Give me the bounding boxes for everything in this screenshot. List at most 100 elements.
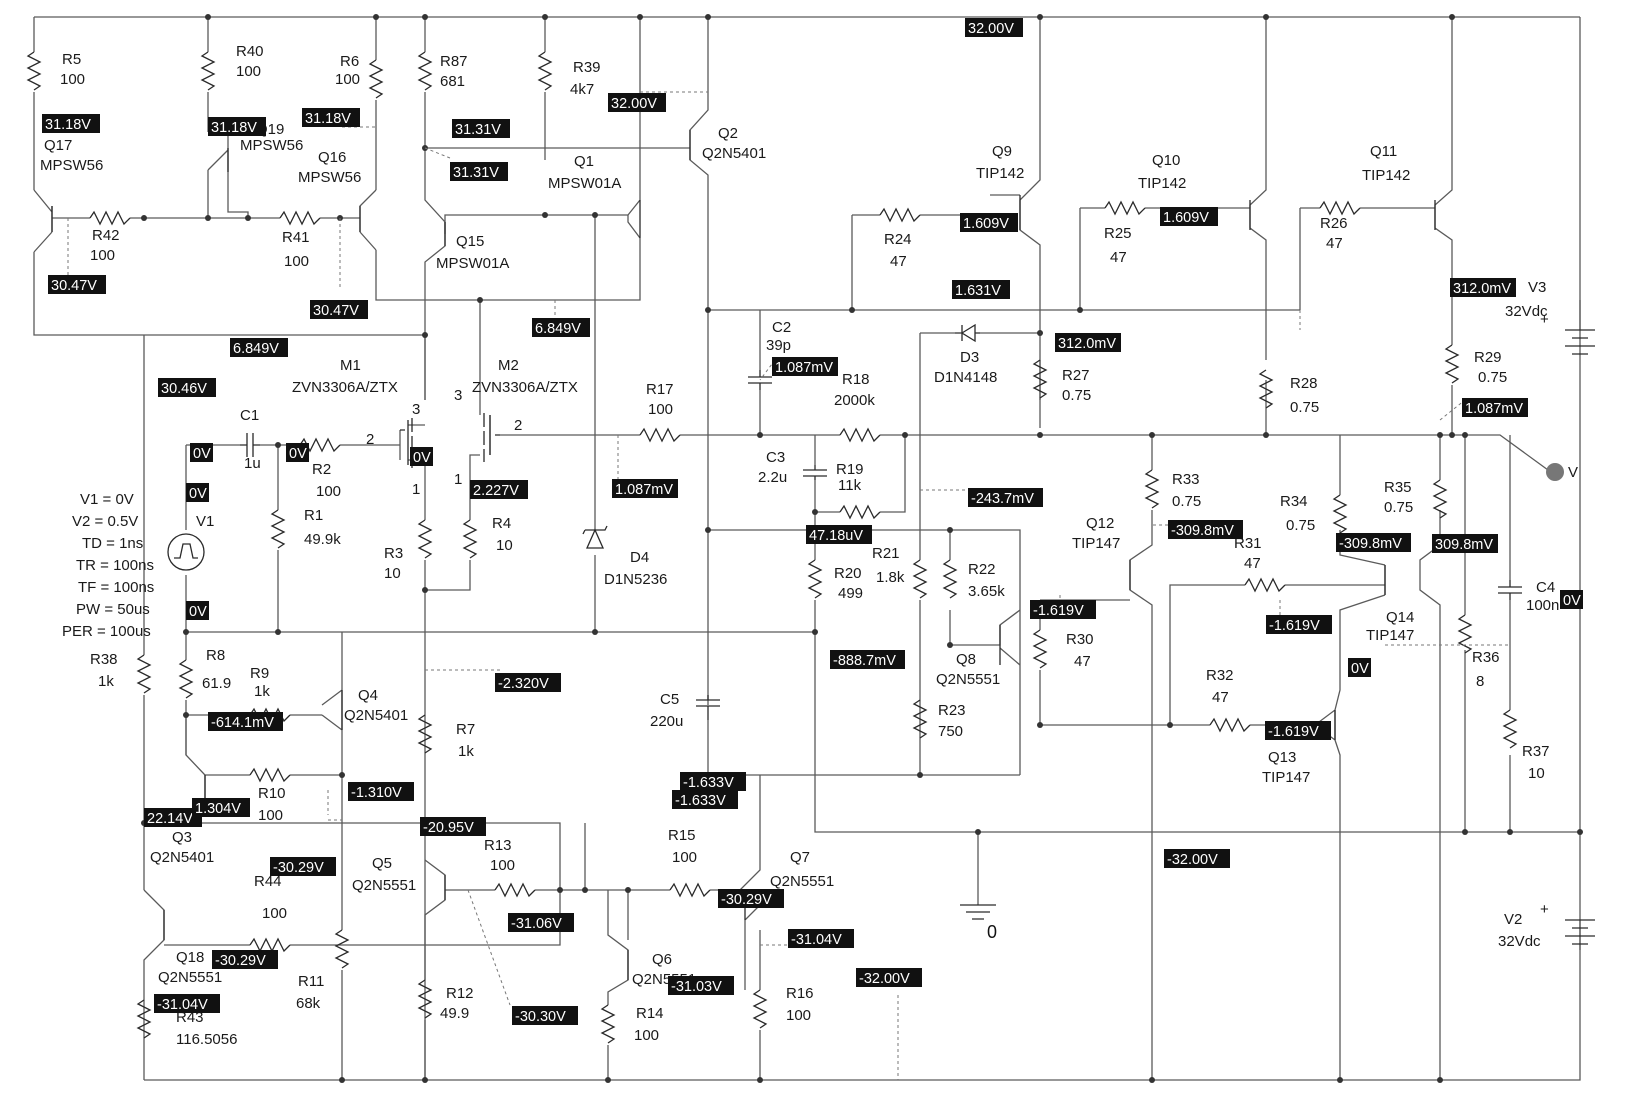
voltage-marker[interactable]: 31.18V	[208, 117, 266, 136]
voltage-marker[interactable]: 30.47V	[48, 275, 106, 294]
voltage-marker-box	[1266, 615, 1332, 634]
val-R4: 10	[496, 537, 513, 554]
voltage-marker-box	[1055, 333, 1121, 352]
voltage-marker[interactable]: 2.227V	[470, 480, 528, 499]
ref-R9: R9	[250, 665, 269, 682]
voltage-marker[interactable]: 31.18V	[42, 114, 100, 133]
val-R9: 1k	[254, 683, 270, 700]
voltage-marker[interactable]: -1.619V	[1265, 721, 1331, 740]
val-Q16: MPSW56	[298, 169, 361, 186]
voltage-marker[interactable]: -30.29V	[718, 889, 784, 908]
voltage-marker[interactable]: 1.631V	[952, 280, 1010, 299]
voltage-marker-text: -1.619V	[1033, 603, 1084, 619]
val-C2: 39p	[766, 337, 791, 354]
voltage-marker[interactable]: 47.18uV	[806, 525, 872, 544]
voltage-marker-box	[186, 601, 209, 620]
voltage-marker[interactable]: -2.320V	[495, 673, 561, 692]
voltage-marker[interactable]: 1.087mV	[772, 357, 838, 376]
voltage-marker[interactable]: -614.1mV	[208, 712, 283, 731]
voltage-marker[interactable]: 32.00V	[965, 18, 1023, 37]
voltage-marker[interactable]: 1.304V	[192, 798, 250, 817]
voltage-marker-text: 1.087mV	[775, 360, 833, 376]
voltage-marker[interactable]: -888.7mV	[830, 650, 905, 669]
voltage-marker[interactable]: -309.8mV	[1336, 533, 1411, 552]
val-R26: 47	[1326, 235, 1343, 252]
voltage-marker[interactable]: -30.29V	[270, 857, 336, 876]
voltage-marker[interactable]: -1.633V	[672, 790, 738, 809]
voltage-marker[interactable]: 6.849V	[532, 318, 590, 337]
voltage-marker[interactable]: 1.087mV	[612, 479, 678, 498]
voltage-marker-text: 312.0mV	[1453, 281, 1511, 297]
voltage-marker[interactable]: -1.619V	[1266, 615, 1332, 634]
val-Q14: TIP147	[1366, 627, 1414, 644]
voltage-marker[interactable]: 312.0mV	[1055, 333, 1121, 352]
voltage-marker[interactable]: -1.310V	[348, 782, 414, 801]
val-R14: 100	[634, 1027, 659, 1044]
voltage-marker-text: -888.7mV	[833, 653, 896, 669]
voltage-marker-text: -30.30V	[515, 1009, 566, 1025]
voltage-marker[interactable]: 0V	[1560, 590, 1583, 609]
mosfet-pin-numbers: 3 2 1 3 2 1	[366, 387, 522, 498]
voltage-marker[interactable]: 6.849V	[230, 338, 288, 357]
ref-Q9: Q9	[992, 143, 1012, 160]
voltage-marker[interactable]: 31.31V	[452, 119, 510, 138]
voltage-marker-text: -2.320V	[498, 676, 549, 692]
voltage-marker[interactable]: 1.609V	[960, 213, 1018, 232]
voltage-marker[interactable]: -30.30V	[512, 1006, 578, 1025]
ref-Q1: Q1	[574, 153, 594, 170]
voltage-marker[interactable]: 0V	[1348, 658, 1371, 677]
voltage-marker[interactable]: 312.0mV	[1450, 278, 1516, 297]
voltage-marker[interactable]: -243.7mV	[968, 488, 1043, 507]
voltage-marker[interactable]: 1.609V	[1160, 207, 1218, 226]
val-V2: 32Vdc	[1498, 933, 1541, 950]
ref-Q3: Q3	[172, 829, 192, 846]
voltage-marker-box	[508, 913, 574, 932]
voltage-marker-text: 312.0mV	[1058, 336, 1116, 352]
voltage-marker[interactable]: 22.14V	[144, 808, 202, 827]
voltage-marker[interactable]: -1.633V	[680, 772, 746, 791]
voltage-marker[interactable]: 0V	[186, 601, 209, 620]
voltage-marker[interactable]: -32.00V	[1164, 849, 1230, 868]
param-tf: TF = 100ns	[78, 579, 154, 596]
voltage-marker[interactable]: -31.04V	[154, 994, 220, 1013]
voltage-marker-box	[968, 488, 1043, 507]
voltage-markers[interactable]: 32.00V 31.18V 31.18V 31.18V 31.31V 32.00V 31.3…	[42, 18, 1583, 1025]
voltage-marker-box	[680, 772, 746, 791]
voltage-marker[interactable]: 31.18V	[302, 108, 360, 127]
val-R40: 100	[236, 63, 261, 80]
voltage-marker[interactable]: 1.087mV	[1462, 398, 1528, 417]
voltage-marker[interactable]: 309.8mV	[1432, 534, 1498, 553]
voltage-marker-text: 47.18uV	[809, 528, 863, 544]
voltage-marker-box	[532, 318, 590, 337]
voltage-marker[interactable]: -30.29V	[212, 950, 278, 969]
ref-Q13: Q13	[1268, 749, 1296, 766]
param-td: TD = 1ns	[82, 535, 143, 552]
voltage-marker-text: 31.18V	[45, 117, 91, 133]
voltage-marker[interactable]: 0V	[186, 483, 209, 502]
voltage-marker[interactable]: -20.95V	[420, 817, 486, 836]
voltage-marker[interactable]: 30.47V	[310, 300, 368, 319]
voltage-marker[interactable]: 0V	[190, 443, 213, 462]
voltage-marker-box	[1432, 534, 1498, 553]
voltage-marker[interactable]: -31.03V	[668, 976, 734, 995]
voltage-marker[interactable]: -32.00V	[856, 968, 922, 987]
val-R24: 47	[890, 253, 907, 270]
ref-R44: R44	[254, 873, 282, 890]
ref-R14: R14	[636, 1005, 664, 1022]
ref-R25: R25	[1104, 225, 1132, 242]
voltage-marker[interactable]: -31.04V	[788, 929, 854, 948]
voltage-marker-text: 1.609V	[963, 216, 1009, 232]
voltage-marker[interactable]: -31.06V	[508, 913, 574, 932]
voltage-marker-text: -30.29V	[273, 860, 324, 876]
voltage-marker[interactable]: 0V	[410, 447, 433, 466]
voltage-marker[interactable]: -309.8mV	[1168, 520, 1243, 539]
voltage-marker[interactable]: 32.00V	[608, 93, 666, 112]
voltage-marker-box	[495, 673, 561, 692]
voltage-marker[interactable]: 30.46V	[158, 378, 216, 397]
voltage-probe[interactable]: V	[1546, 463, 1578, 481]
voltage-marker[interactable]: -1.619V	[1030, 600, 1096, 619]
ref-R1: R1	[304, 507, 323, 524]
voltage-marker[interactable]: 0V	[286, 443, 309, 462]
voltage-marker[interactable]: 31.31V	[450, 162, 508, 181]
